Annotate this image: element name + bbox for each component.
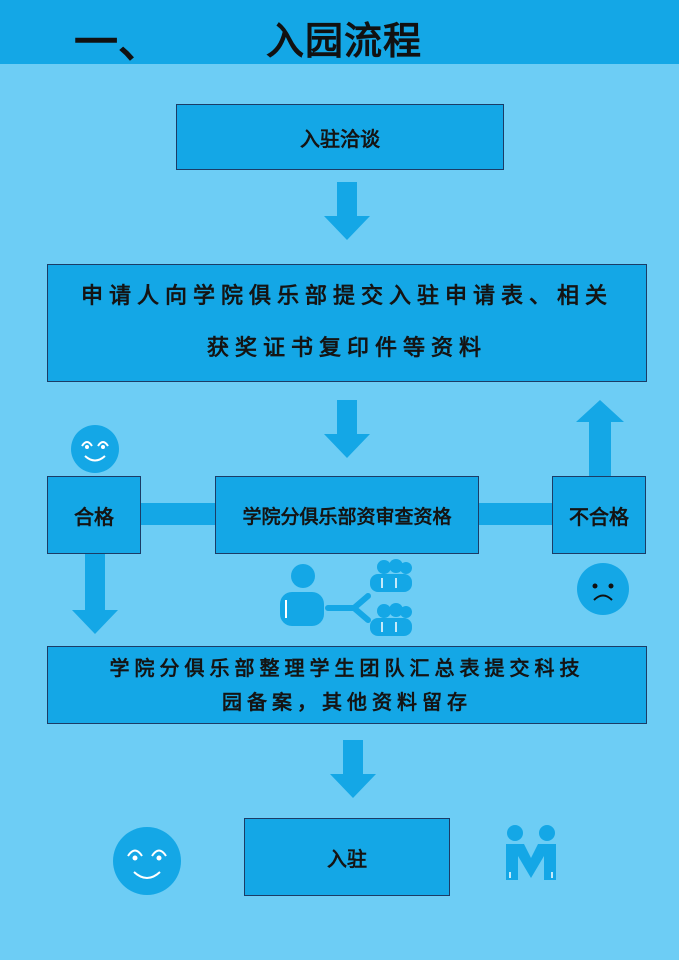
section-number: 一、 bbox=[74, 17, 162, 68]
step-apply-line1: 申请人向学院俱乐部提交入驻申请表、相关 bbox=[80, 284, 613, 309]
result-pass: 合格 bbox=[47, 476, 141, 554]
group-icon bbox=[370, 603, 412, 636]
result-fail: 不合格 bbox=[552, 476, 646, 554]
step-file: 学院分俱乐部整理学生团队汇总表提交科技 园备案，其他资料留存 bbox=[47, 646, 647, 724]
down-arrow-icon bbox=[324, 182, 370, 240]
handshake-people-icon bbox=[506, 825, 556, 880]
up-arrow-icon bbox=[576, 400, 624, 478]
sad-face-icon bbox=[577, 563, 629, 615]
down-arrow-icon bbox=[330, 740, 376, 798]
step-apply-line2: 获奖证书复印件等资料 bbox=[206, 336, 487, 361]
step-negotiate: 入驻洽谈 bbox=[176, 104, 504, 170]
step-file-line2: 园备案，其他资料留存 bbox=[222, 690, 472, 714]
connector-left bbox=[141, 503, 215, 525]
smile-face-icon bbox=[113, 827, 181, 895]
connector-right bbox=[479, 503, 552, 525]
down-arrow-icon bbox=[324, 400, 370, 458]
step-file-line1: 学院分俱乐部整理学生团队汇总表提交科技 bbox=[109, 656, 585, 680]
smile-face-icon bbox=[71, 425, 119, 473]
person-distribute-icon bbox=[280, 564, 371, 626]
step-enter: 入驻 bbox=[244, 818, 450, 896]
header-bar: 一、 入园流程 bbox=[0, 0, 679, 68]
step-review: 学院分俱乐部资审查资格 bbox=[215, 476, 479, 554]
step-apply: 申请人向学院俱乐部提交入驻申请表、相关 获奖证书复印件等资料 bbox=[47, 264, 647, 382]
group-icon bbox=[370, 559, 412, 592]
page-title: 入园流程 bbox=[266, 19, 423, 63]
down-arrow-icon bbox=[72, 554, 118, 634]
